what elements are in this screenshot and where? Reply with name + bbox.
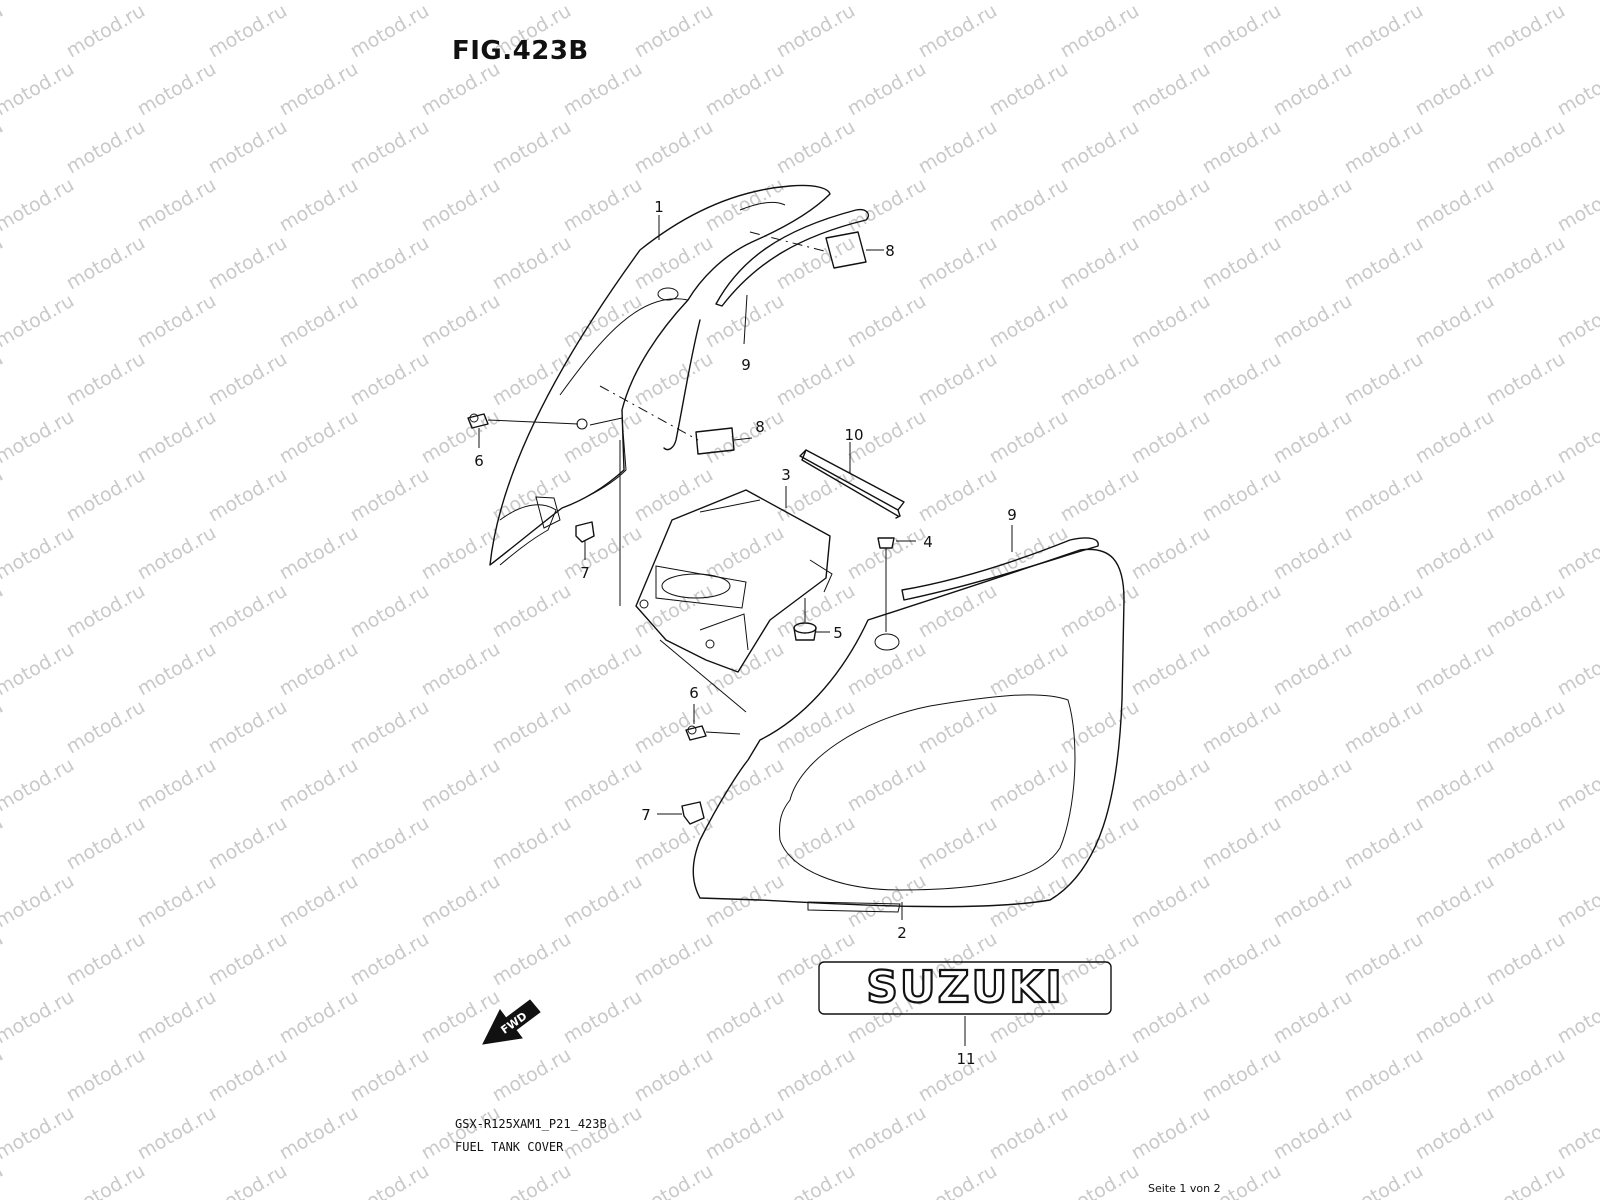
callout-10: 10 xyxy=(844,426,863,444)
callout-5: 5 xyxy=(833,624,843,642)
inner-cover-part[interactable] xyxy=(619,440,833,713)
assembly-line-lower xyxy=(599,385,699,441)
callout-6-lower: 6 xyxy=(689,684,699,702)
callout-labels: 1 9 8 8 6 7 10 3 4 9 5 6 7 2 11 xyxy=(474,198,1017,1068)
clip-lower[interactable] xyxy=(681,801,705,825)
callout-3: 3 xyxy=(781,466,791,484)
foam-strip[interactable] xyxy=(799,449,905,519)
page-indicator: Seite 1 von 2 xyxy=(1148,1182,1221,1195)
screw-upper[interactable] xyxy=(467,413,579,429)
lower-tank-cover-part[interactable] xyxy=(692,548,1125,913)
edge-trim-strip-upper[interactable] xyxy=(663,208,870,451)
callout-9-lower: 9 xyxy=(1007,506,1017,524)
suzuki-emblem-part[interactable]: SUZUKI xyxy=(818,961,1112,1046)
cushion-pad-lower[interactable] xyxy=(695,427,735,455)
callout-6-upper: 6 xyxy=(474,452,484,470)
callout-8-upper: 8 xyxy=(885,242,895,260)
figure-code: GSX-R125XAM1_P21_423B xyxy=(455,1117,607,1131)
callout-11: 11 xyxy=(956,1050,975,1068)
grommet-5[interactable] xyxy=(793,598,817,641)
callout-1: 1 xyxy=(654,198,664,216)
screw-4[interactable] xyxy=(877,537,895,632)
edge-trim-strip-lower[interactable] xyxy=(901,537,1099,601)
assembly-line-upper xyxy=(749,231,829,253)
callout-8-lower: 8 xyxy=(755,418,765,436)
forward-arrow-icon: FWD xyxy=(482,999,541,1045)
callout-7-upper: 7 xyxy=(580,564,590,582)
callout-4: 4 xyxy=(923,533,933,551)
clip-upper[interactable] xyxy=(575,521,595,543)
callout-9-upper: 9 xyxy=(741,356,751,374)
callout-leaders xyxy=(478,215,1013,920)
figure-name: FUEL TANK COVER xyxy=(455,1140,564,1154)
emblem-text: SUZUKI xyxy=(866,962,1064,1013)
callout-7-lower: 7 xyxy=(641,806,651,824)
figure-title: FIG.423B xyxy=(452,36,589,66)
screw-lower[interactable] xyxy=(685,725,741,741)
cushion-pad-upper[interactable] xyxy=(825,231,867,269)
callout-2: 2 xyxy=(897,924,907,942)
